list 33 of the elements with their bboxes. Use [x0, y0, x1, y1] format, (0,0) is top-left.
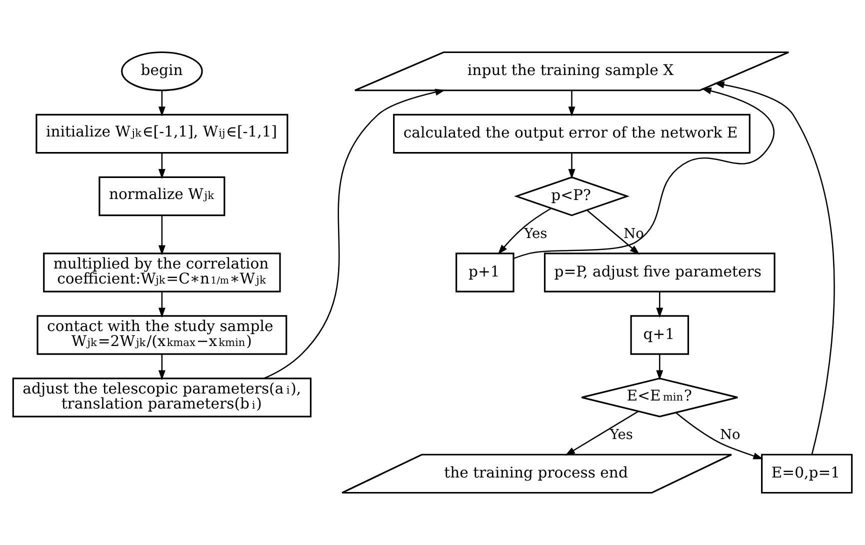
arrow: [586, 210, 640, 255]
node-box: contact with the study sample Wjk=2Wjk/(xkmax−xkmin): [36, 315, 288, 355]
node-box: p=P, adjust five parameters: [544, 252, 776, 292]
arrow: [565, 410, 639, 456]
node-box: q+1: [630, 315, 690, 355]
edge-label: No: [624, 226, 644, 242]
arrow: [568, 90, 576, 117]
arrow: [714, 81, 835, 455]
node-diamond: p<P?: [514, 176, 630, 216]
arrow: [158, 292, 166, 318]
arrow: [158, 90, 166, 117]
arrow: [158, 354, 166, 380]
arrow: [498, 208, 552, 254]
edge-label: No: [720, 427, 740, 444]
arrow: [656, 292, 664, 318]
node-box: E=0,p=1: [761, 454, 853, 494]
arrow: [264, 88, 446, 379]
arrow: [656, 354, 664, 380]
node-diamond: E<Emin?: [580, 378, 738, 418]
node-box: normalize Wjk: [98, 176, 226, 216]
arrow: [158, 152, 166, 180]
arrow: [514, 88, 774, 260]
node-ellipse: begin: [121, 51, 203, 92]
arrow: [568, 152, 576, 180]
node-box: adjust the telescopic parameters(ai), translation parameters(bi): [12, 378, 312, 418]
node-box: p+1: [456, 252, 514, 292]
node-box: initialize Wjk∈[-1,1], Wij∈[-1,1]: [36, 114, 288, 154]
node-box: multiplied by the correlation coefficient:Wjk=C∗n1/m∗Wjk: [43, 252, 281, 292]
node-box: calculated the output error of the network E: [393, 114, 750, 154]
arrow: [676, 412, 764, 460]
edge-label: Yes: [524, 226, 548, 242]
edge-label: Yes: [610, 427, 633, 444]
arrow: [158, 216, 166, 256]
